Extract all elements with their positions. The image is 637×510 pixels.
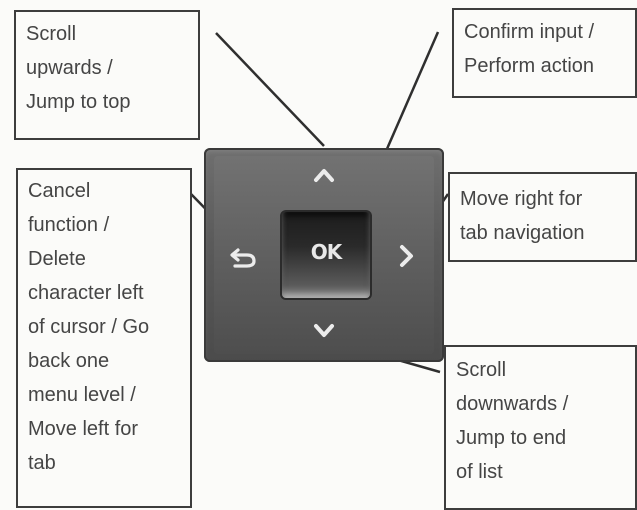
callout-back: Cancel function / Delete character left …: [16, 168, 192, 508]
callout-line: upwards /: [26, 57, 113, 79]
callout-line: back one: [28, 350, 110, 372]
callout-line: menu level /: [28, 384, 136, 406]
callout-move-right: Move right for tab navigation: [448, 172, 637, 262]
ok-button[interactable]: OK: [282, 212, 370, 298]
callout-line: character left: [28, 282, 144, 304]
chevron-down-icon[interactable]: [308, 316, 340, 346]
callout-line: Jump to top: [26, 91, 131, 113]
callout-line: function /: [28, 214, 110, 236]
callout-line: tab: [28, 452, 56, 474]
callout-line: Perform action: [464, 55, 595, 77]
callout-line: Move right for: [460, 188, 583, 210]
callout-line: Scroll: [456, 359, 507, 381]
callout-line: Jump to end: [456, 427, 567, 449]
callout-line: Cancel: [28, 180, 91, 202]
callout-scroll-up: Scroll upwards / Jump to top: [14, 10, 200, 140]
callout-line: Confirm input /: [464, 21, 595, 43]
callout-line: Delete: [28, 248, 86, 270]
callout-line: downwards /: [456, 393, 569, 415]
chevron-right-icon[interactable]: [394, 240, 418, 272]
callout-scroll-down: Scroll downwards / Jump to end of list: [444, 345, 637, 510]
callout-line: of cursor / Go: [28, 316, 150, 338]
callout-line: Move left for: [28, 418, 139, 440]
ok-label: OK: [310, 240, 343, 264]
back-arrow-icon[interactable]: [226, 242, 260, 272]
callout-line: of list: [456, 461, 503, 483]
navigation-pad: OK: [204, 148, 444, 362]
callout-line: Scroll: [26, 23, 77, 45]
callout-line: tab navigation: [460, 222, 585, 244]
connector-up: [215, 32, 325, 147]
chevron-up-icon[interactable]: [308, 160, 340, 190]
callout-confirm: Confirm input / Perform action: [452, 8, 637, 98]
